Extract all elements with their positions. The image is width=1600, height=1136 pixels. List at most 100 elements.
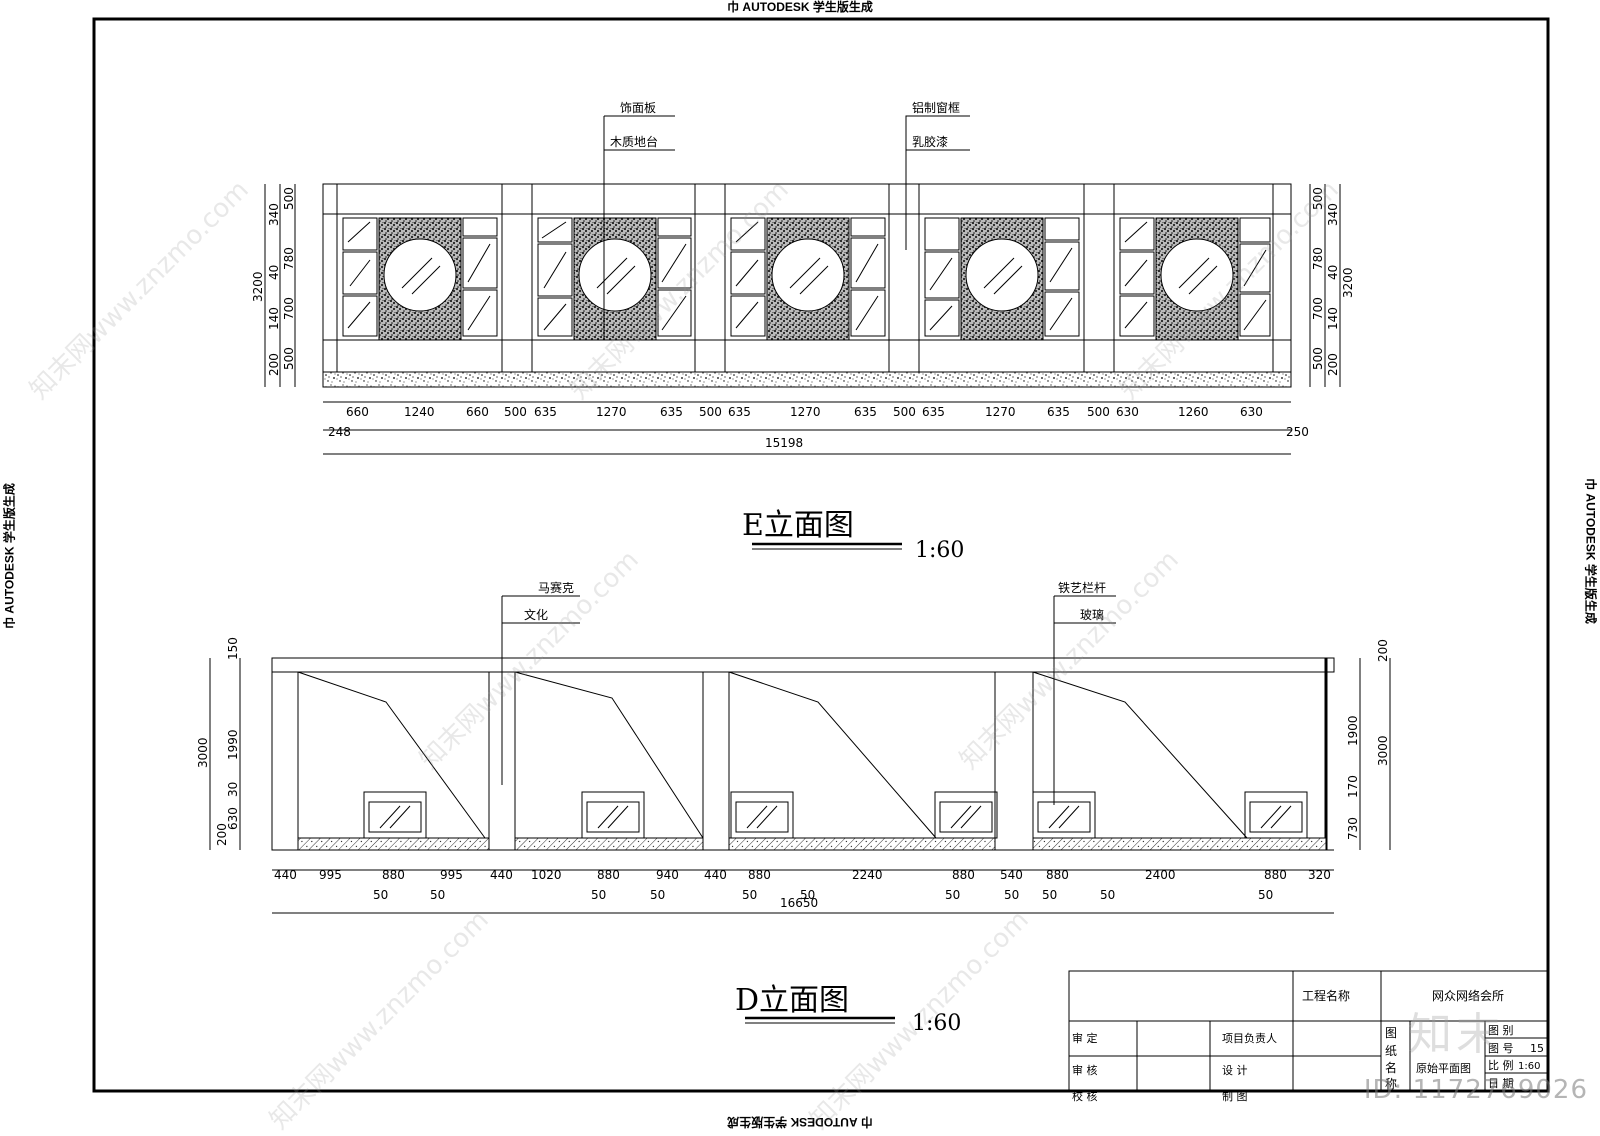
e-column bbox=[501, 183, 533, 373]
d-callout-3: 铁艺栏杆 bbox=[1058, 580, 1106, 595]
e-right-dim: 780 bbox=[1311, 247, 1325, 270]
d-sub-dim: 50 bbox=[373, 888, 388, 902]
d-dim: 880 bbox=[748, 868, 771, 882]
d-column bbox=[271, 671, 299, 851]
d-seat-6 bbox=[1244, 791, 1308, 839]
e-dim: 500 bbox=[699, 405, 722, 419]
e-dim: 635 bbox=[728, 405, 751, 419]
e-left-total: 3200 bbox=[251, 271, 265, 302]
tb-design: 设 计 bbox=[1222, 1064, 1248, 1077]
d-left-dim: 200 bbox=[215, 823, 229, 846]
e-dim: 630 bbox=[1116, 405, 1139, 419]
tb-check: 审 核 bbox=[1072, 1063, 1098, 1077]
tb-project-label: 工程名称 bbox=[1302, 988, 1350, 1003]
tb-number-label: 图 号 bbox=[1488, 1042, 1514, 1055]
e-dim: 660 bbox=[346, 405, 369, 419]
e-left-dim: 200 bbox=[267, 353, 281, 376]
d-sub-dim: 50 bbox=[1258, 888, 1273, 902]
e-dim: 635 bbox=[1047, 405, 1070, 419]
e-left-dim: 340 bbox=[267, 203, 281, 226]
e-title: E立面图 bbox=[742, 508, 854, 543]
e-dim: 635 bbox=[854, 405, 877, 419]
tb-drawing-value: 原始平面图 bbox=[1416, 1061, 1471, 1075]
tb-category-label: 图 别 bbox=[1488, 1024, 1514, 1037]
e-right-dim: 700 bbox=[1311, 297, 1325, 320]
e-left-dim: 40 bbox=[267, 265, 281, 280]
d-dim: 880 bbox=[952, 868, 975, 882]
e-dim: 1270 bbox=[790, 405, 821, 419]
d-sub-dim: 50 bbox=[650, 888, 665, 902]
e-dim: 635 bbox=[660, 405, 683, 419]
d-sub-dim: 50 bbox=[591, 888, 606, 902]
tb-review: 审 定 bbox=[1072, 1031, 1098, 1045]
d-scale: 1:60 bbox=[912, 1011, 961, 1036]
d-right-dim: 170 bbox=[1346, 775, 1360, 798]
tb-draft: 制 图 bbox=[1222, 1090, 1248, 1103]
d-sub-dim: 50 bbox=[945, 888, 960, 902]
sheet-border bbox=[92, 17, 1550, 1093]
e-dim: 635 bbox=[534, 405, 557, 419]
e-dim: 635 bbox=[922, 405, 945, 419]
d-left-dim: 630 bbox=[226, 807, 240, 830]
d-seat-5 bbox=[1032, 791, 1096, 839]
e-dim: 1270 bbox=[985, 405, 1016, 419]
e-callout-2: 木质地台 bbox=[610, 134, 658, 149]
elevation-e bbox=[264, 115, 1341, 455]
e-right-dim: 200 bbox=[1326, 353, 1340, 376]
e-panel-5 bbox=[1113, 213, 1274, 341]
d-callout-4: 玻璃 bbox=[1080, 608, 1104, 622]
d-seat-1 bbox=[363, 791, 427, 839]
d-rail-2 bbox=[514, 671, 704, 839]
tb-project-value: 网众网络会所 bbox=[1432, 988, 1504, 1003]
d-dim: 1020 bbox=[531, 868, 562, 882]
tb-name-2: 纸 bbox=[1385, 1044, 1397, 1058]
d-dim: 2400 bbox=[1145, 868, 1176, 882]
e-panel-2 bbox=[531, 213, 696, 341]
d-title: D立面图 bbox=[735, 983, 849, 1018]
tb-proofread: 校 核 bbox=[1072, 1089, 1098, 1103]
d-sub-dim: 50 bbox=[1042, 888, 1057, 902]
autodesk-watermark-top: 巾 AUTODESK 学生版生成 bbox=[727, 0, 873, 14]
d-sub-dim: 50 bbox=[1100, 888, 1115, 902]
e-column bbox=[1083, 183, 1115, 373]
d-dim: 320 bbox=[1308, 868, 1331, 882]
e-right-dim: 40 bbox=[1326, 265, 1340, 280]
e-right-total: 3200 bbox=[1341, 267, 1355, 298]
d-dim: 940 bbox=[656, 868, 679, 882]
e-total: 15198 bbox=[765, 436, 803, 450]
e-panel-3 bbox=[724, 213, 890, 341]
d-column bbox=[702, 671, 730, 851]
d-dim: 440 bbox=[704, 868, 727, 882]
d-seat-3 bbox=[730, 791, 794, 839]
tb-name-4: 称 bbox=[1385, 1077, 1397, 1091]
d-seat-4 bbox=[934, 791, 998, 839]
d-right-total: 3000 bbox=[1376, 735, 1390, 766]
e-callout-4: 乳胶漆 bbox=[912, 134, 948, 149]
d-dim: 880 bbox=[597, 868, 620, 882]
e-column bbox=[694, 183, 726, 373]
d-rail-3 bbox=[728, 671, 937, 839]
d-left-dim: 30 bbox=[226, 782, 240, 797]
d-left-dim: 150 bbox=[226, 637, 240, 660]
tb-number-value: 15 bbox=[1530, 1042, 1544, 1055]
tb-scale-value: 1:60 bbox=[1518, 1061, 1540, 1072]
d-right-dim: 200 bbox=[1376, 639, 1390, 662]
d-left-dim: 1990 bbox=[226, 729, 240, 760]
e-dim: 500 bbox=[893, 405, 916, 419]
e-dim: 660 bbox=[466, 405, 489, 419]
e-right-dim: 500 bbox=[1311, 187, 1325, 210]
e-left-dim: 500 bbox=[282, 187, 296, 210]
d-dim: 440 bbox=[490, 868, 513, 882]
d-dim: 880 bbox=[1046, 868, 1069, 882]
e-callout-1: 饰面板 bbox=[620, 101, 656, 115]
elevation-d bbox=[209, 595, 1391, 914]
e-end-right: 250 bbox=[1286, 425, 1309, 439]
d-dim: 540 bbox=[1000, 868, 1023, 882]
e-floor-slab bbox=[322, 371, 1292, 388]
e-right-dim: 500 bbox=[1311, 347, 1325, 370]
e-dim: 500 bbox=[504, 405, 527, 419]
e-dim: 1260 bbox=[1178, 405, 1209, 419]
brand-logo: 知末 bbox=[1408, 1009, 1504, 1060]
e-column bbox=[1272, 183, 1292, 373]
